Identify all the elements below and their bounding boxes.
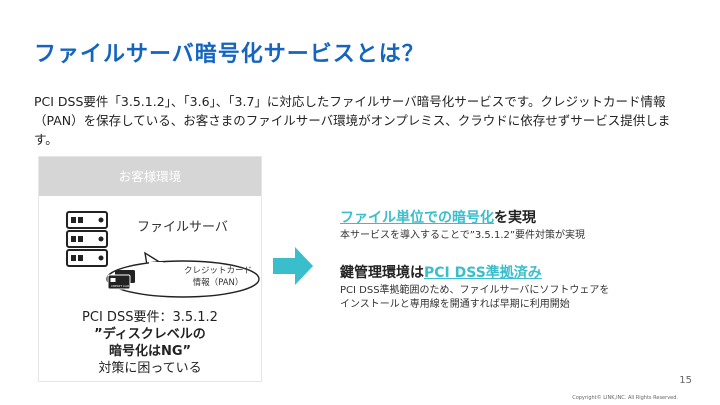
card-icon-text: CREDIT CARD [111, 284, 132, 288]
feature-1-desc: 本サービスを導入することで”3.5.1.2”要件対策が実現 [340, 230, 586, 241]
feature-key-management: 鍵管理環境はPCI DSS準拠済み PCI DSS準拠範囲のため、ファイルサーバ… [340, 262, 609, 312]
feature-2-desc: PCI DSS準拠範囲のため、ファイルサーバにソフトウェアを インストールと専用… [340, 284, 609, 312]
feature-1-highlight: ファイル単位での暗号化 [340, 210, 494, 226]
feature-1-title: ファイル単位での暗号化を実現 [340, 207, 585, 227]
requirement-line: PCI DSS要件：3.5.1.2 [82, 310, 218, 325]
feature-2-highlight: PCI DSS準拠済み [424, 265, 542, 281]
environment-problem-text: PCI DSS要件：3.5.1.2 ”ディスクレベルの 暗号化はNG” 対策に困… [39, 309, 261, 377]
feature-2-desc-line-1: PCI DSS準拠範囲のため、ファイルサーバにソフトウェアを [340, 285, 610, 296]
right-arrow-icon [273, 247, 313, 285]
file-server-label: ファイルサーバ [137, 220, 228, 235]
feature-2-desc-line-2: インストールと専用線を開通すれば早期に利用開始 [340, 299, 570, 310]
encryption-ng-line: 暗号化はNG” [108, 344, 192, 359]
bubble-line-1: クレジットカード [183, 266, 252, 276]
credit-card-bubble: CREDIT CARD クレジットカード 情報（PAN） [85, 249, 263, 301]
copyright-text: Copyright© LINK,INC. All Rights Reserved… [572, 395, 678, 401]
environment-header: お客様環境 [39, 157, 261, 196]
feature-1-title-rest: を実現 [494, 210, 536, 226]
speech-bubble-shape [106, 251, 260, 298]
credit-card-icon: CREDIT CARD [107, 270, 135, 290]
trouble-line: 対策に困っている [98, 361, 202, 376]
server-icon [66, 211, 108, 267]
customer-environment-box: お客様環境 ファイルサーバ CREDIT CARD クレジットカード 情報（PA… [38, 156, 262, 382]
intro-text: PCI DSS要件「3.5.1.2」、「3.6」、「3.7」に対応したファイルサ… [34, 94, 671, 147]
feature-file-encryption: ファイル単位での暗号化を実現 本サービスを導入することで”3.5.1.2”要件対… [340, 207, 585, 243]
slide-title: ファイルサーバ暗号化サービスとは？ [34, 42, 425, 67]
page-number: 15 [679, 375, 692, 386]
feature-2-title: 鍵管理環境はPCI DSS準拠済み [340, 262, 609, 282]
bubble-text: クレジットカード 情報（PAN） [173, 265, 263, 289]
bubble-line-2: 情報（PAN） [192, 278, 244, 288]
feature-2-title-lead: 鍵管理環境は [340, 265, 424, 281]
disk-level-line: ”ディスクレベルの [94, 327, 206, 342]
